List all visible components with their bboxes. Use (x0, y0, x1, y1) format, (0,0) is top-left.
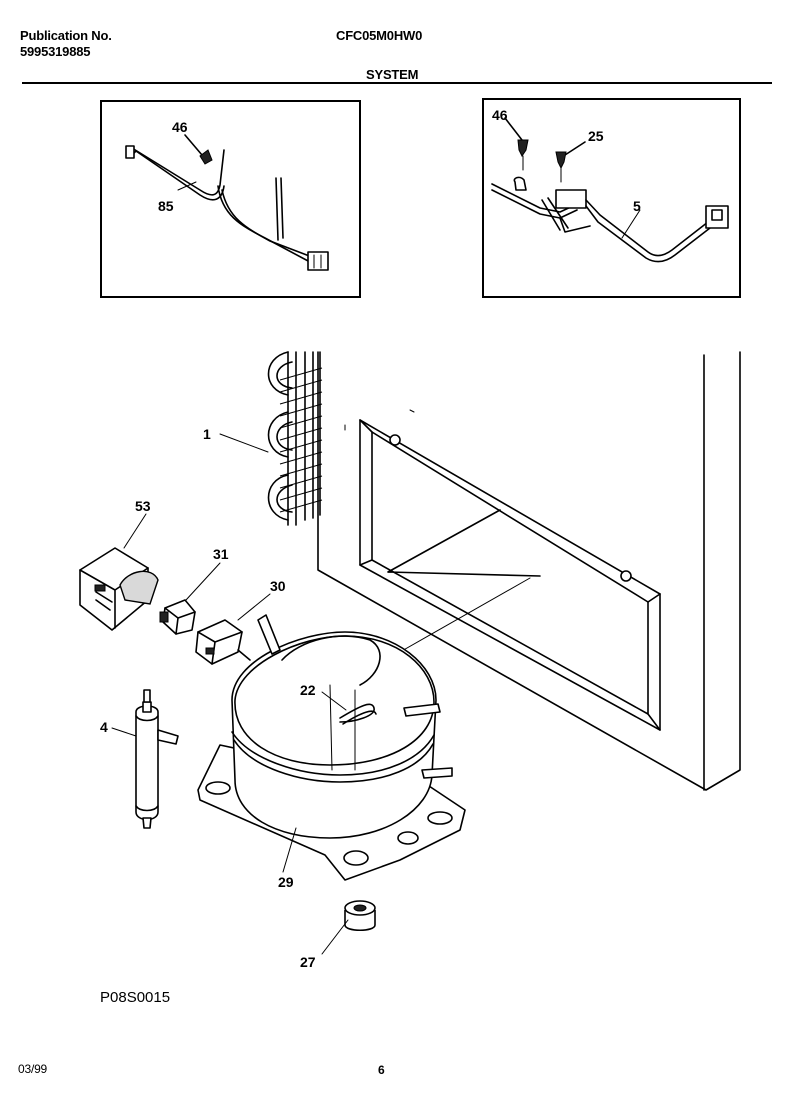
footer-date: 03/99 (18, 1062, 48, 1076)
callout-compressor: 29 (278, 874, 294, 890)
page-number: 6 (378, 1063, 385, 1077)
screw-25 (555, 141, 586, 183)
freezer-cabinet (317, 351, 741, 791)
callout-drier: 4 (100, 719, 108, 735)
callout-25: 25 (588, 128, 604, 144)
model-number: CFC05M0HW0 (336, 28, 423, 43)
callout-grommet: 27 (300, 954, 316, 970)
callout-process-tube: 22 (300, 682, 316, 698)
callout-overload: 30 (270, 578, 286, 594)
screw-46-left (184, 134, 213, 165)
left-inset-box (100, 100, 361, 298)
overload-30 (195, 619, 251, 665)
grommet-27 (344, 900, 376, 932)
callout-relay: 31 (213, 546, 229, 562)
heater-wire-5 (491, 176, 729, 263)
callout-85: 85 (158, 198, 174, 214)
drier-4 (135, 689, 179, 829)
callout-46-left: 46 (172, 119, 188, 135)
callout-5: 5 (633, 198, 641, 214)
condenser-1 (267, 351, 323, 526)
compressor-29 (197, 614, 466, 881)
right-inset-box (482, 98, 741, 298)
callout-condenser: 1 (203, 426, 211, 442)
section-title: SYSTEM (366, 67, 419, 82)
screw-46-right (504, 117, 529, 171)
publication-label: Publication No. (20, 28, 112, 43)
callout-46-right: 46 (492, 107, 508, 123)
relay-cover-53 (79, 547, 159, 631)
publication-number: 5995319885 (20, 44, 91, 59)
relay-31 (159, 599, 196, 635)
wire-harness-85 (125, 145, 329, 271)
drawing-code: P08S0015 (100, 989, 171, 1006)
callout-relay-cover: 53 (135, 498, 151, 514)
